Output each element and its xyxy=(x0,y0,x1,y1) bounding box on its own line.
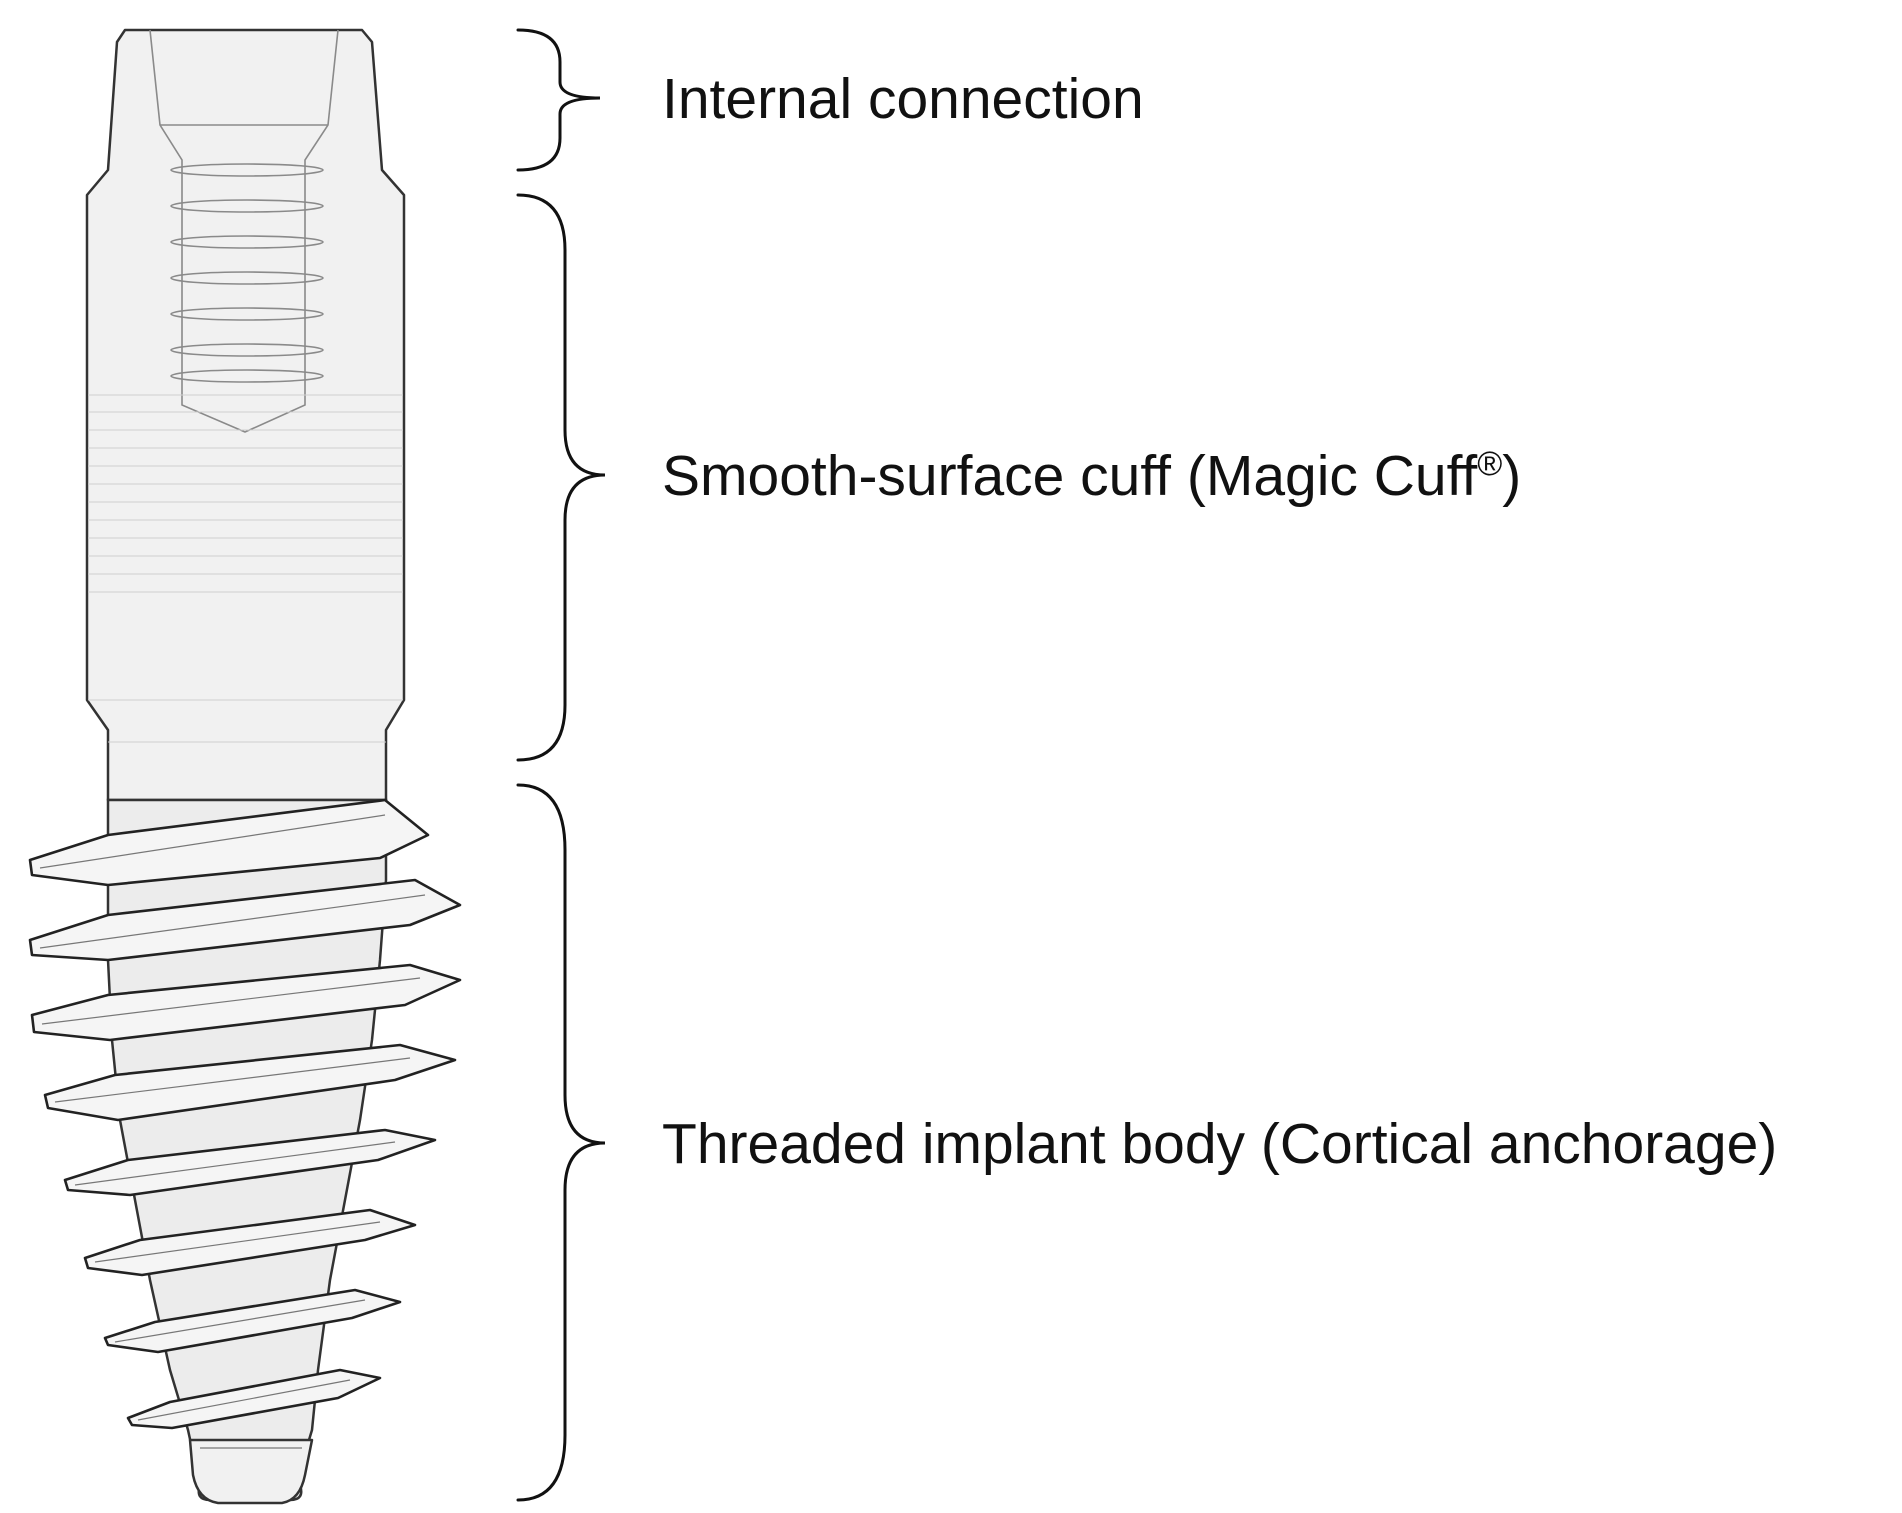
label-cuff-registered: ® xyxy=(1477,445,1502,483)
brace-threaded-body xyxy=(516,783,606,1502)
label-threaded-implant-body: Threaded implant body (Cortical anchorag… xyxy=(662,1112,1777,1176)
implant-threads xyxy=(28,798,462,1430)
brace-internal-connection xyxy=(516,28,601,172)
brace-smooth-cuff xyxy=(516,193,606,762)
implant-illustration xyxy=(28,28,462,1505)
labels: Internal connection Smooth-surface cuff … xyxy=(662,67,1777,1176)
label-cuff-close: ) xyxy=(1502,444,1521,508)
implant-head xyxy=(85,28,406,802)
label-cuff-main: Smooth-surface cuff (Magic Cuff xyxy=(662,444,1477,508)
implant-apex xyxy=(188,1438,314,1505)
internal-socket xyxy=(149,29,339,433)
label-internal-connection: Internal connection xyxy=(662,67,1144,131)
braces xyxy=(516,28,606,1502)
internal-thread xyxy=(170,163,324,383)
label-smooth-surface-cuff: Smooth-surface cuff (Magic Cuff®) xyxy=(662,444,1521,508)
